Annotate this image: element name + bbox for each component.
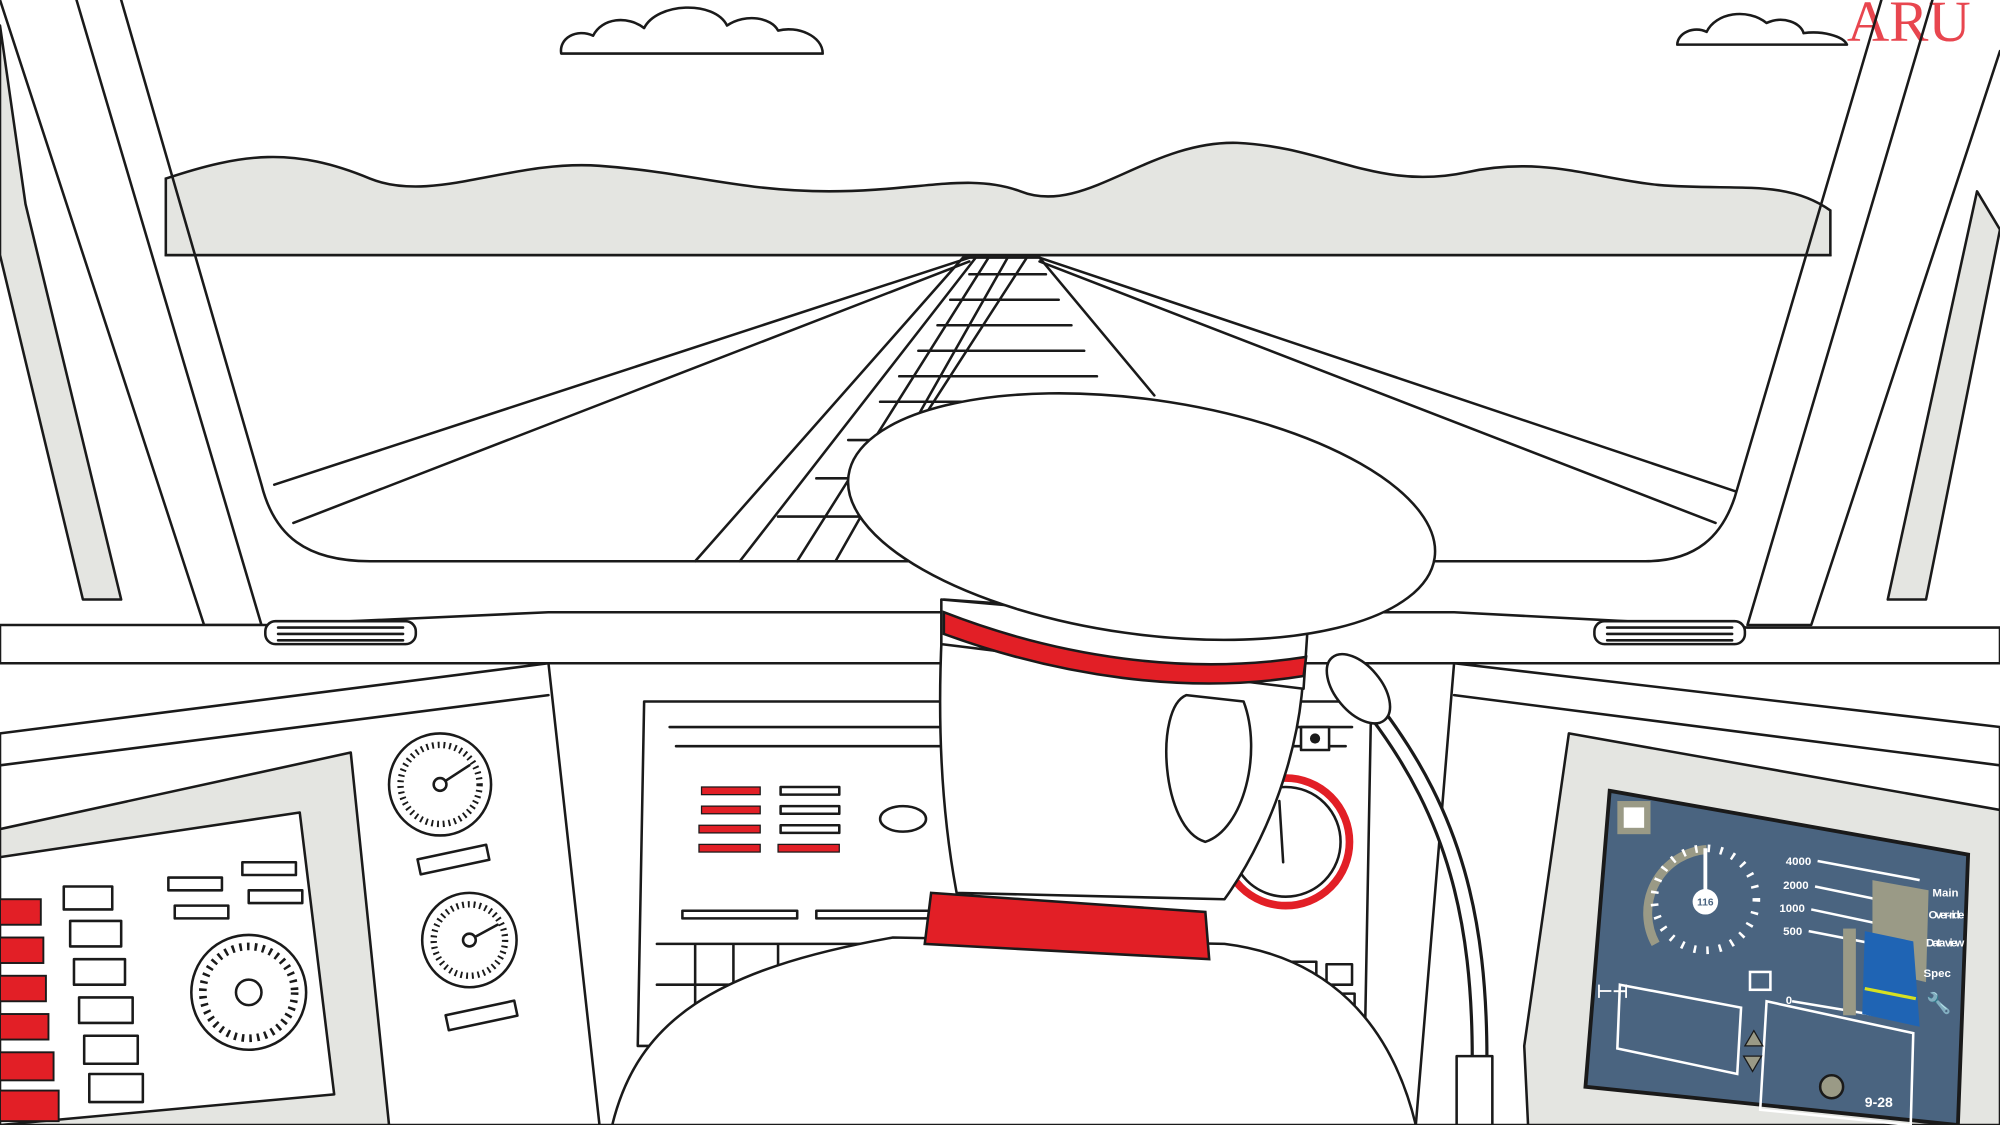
tick-label: 500 [1783, 926, 1802, 938]
cab-display: 116 4000 2000 1000 500 0 Main Over-ride … [1522, 732, 2000, 1125]
tick-label: 0 [1786, 995, 1792, 1007]
menu-label-spec[interactable]: Spec [1923, 968, 1951, 980]
menu-label-override[interactable]: Over-ride [1929, 909, 1965, 921]
left-control-panel [0, 751, 391, 1125]
tick-label: 2000 [1783, 880, 1809, 892]
speed-readout: 116 [1697, 898, 1714, 909]
driver-cap [846, 392, 1437, 642]
clock-readout: 9-28 [1865, 1094, 1893, 1110]
cloud [559, 6, 824, 55]
speed-indicator [1864, 986, 1917, 1001]
microphone [1325, 652, 1494, 1125]
arrow-up-icon[interactable] [1743, 1029, 1764, 1047]
red-button[interactable] [0, 1051, 55, 1082]
menu-label-main[interactable]: Main [1932, 888, 1958, 900]
pressure-gauge [420, 891, 519, 1032]
tick-label: 4000 [1786, 856, 1812, 868]
window-frame [0, 0, 2000, 627]
red-button[interactable] [0, 936, 45, 964]
white-button[interactable] [72, 957, 127, 986]
white-button[interactable] [77, 996, 134, 1025]
white-button[interactable] [88, 1072, 145, 1104]
white-button[interactable] [62, 885, 114, 911]
white-button[interactable] [68, 919, 123, 948]
steering-icon[interactable] [1818, 1073, 1845, 1100]
pressure-gauge [387, 732, 493, 876]
red-collar [923, 891, 1211, 961]
white-button[interactable] [82, 1034, 140, 1066]
red-button[interactable] [0, 1013, 50, 1041]
menu-icon[interactable] [1748, 970, 1772, 992]
red-button[interactable] [0, 1089, 60, 1123]
menu-label-data-view[interactable]: Data view [1926, 937, 1964, 949]
arrow-down-icon[interactable] [1742, 1055, 1763, 1073]
wrench-icon[interactable]: 🔧 [1926, 990, 1951, 1015]
train-driver [610, 392, 1437, 1125]
red-button[interactable] [0, 898, 42, 926]
logo: ARU [1847, 0, 1971, 54]
red-button[interactable] [0, 974, 47, 1003]
mountains [164, 141, 1832, 257]
cloud [1676, 12, 1849, 46]
tick-label: 1000 [1779, 903, 1805, 915]
